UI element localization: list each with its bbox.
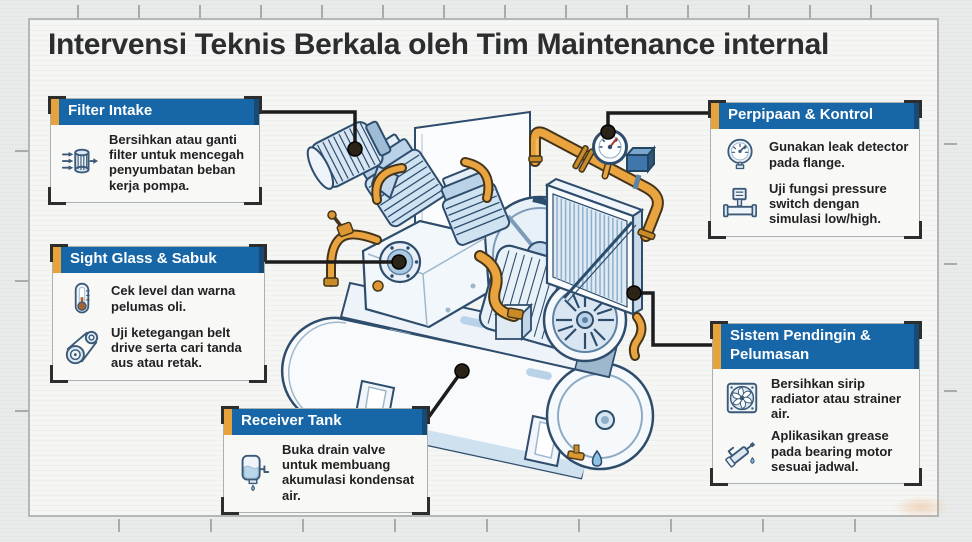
callout-filter-intake: Filter Intake Bersihkan atau ganti filte…	[48, 96, 262, 206]
sight-glass-icon	[62, 280, 102, 318]
corner-bracket	[412, 406, 430, 424]
corner-bracket	[710, 468, 728, 487]
pressure-switch-drawing	[624, 145, 657, 190]
corner-bracket	[50, 244, 68, 262]
callout-header: Perpipaan & Kontrol	[711, 103, 919, 129]
pressure-switch-icon	[720, 185, 760, 223]
callout-text: Bersihkan sirip radiator atau strainer a…	[771, 375, 902, 422]
header-end-bar	[254, 99, 259, 125]
list-item: Cek level dan warna pelumas oli.	[62, 280, 255, 318]
callout-text: Bersihkan atau ganti filter untuk menceg…	[109, 131, 245, 193]
radiator-drawing	[544, 177, 645, 316]
grease-gun-icon	[722, 432, 762, 470]
connector-receiver-tank	[426, 373, 461, 420]
filter-icon	[60, 143, 100, 181]
callout-text: Aplikasikan grease pada bearing motor se…	[771, 428, 893, 475]
callout-header: Receiver Tank	[224, 409, 427, 435]
corner-bracket	[412, 497, 430, 516]
corner-bracket	[221, 497, 239, 516]
callout-text: Cek level dan warna pelumas oli.	[111, 283, 236, 314]
page-title: Intervensi Teknis Berkala oleh Tim Maint…	[48, 28, 829, 61]
callout-sight-glass-sabuk: Sight Glass & Sabuk Cek level dan warna …	[50, 244, 267, 383]
header-accent-bar	[51, 99, 59, 125]
list-item: Buka drain valve untuk membuang akumulas…	[233, 442, 418, 503]
callout-sistem-pendingin: Sistem Pendingin & Pelumasan	[710, 321, 922, 487]
header-end-bar	[259, 247, 264, 273]
drain-tank-icon	[233, 452, 273, 492]
corner-bracket	[50, 364, 68, 383]
corner-bracket	[249, 364, 267, 383]
corner-bracket	[904, 220, 922, 239]
droplet	[591, 449, 603, 467]
header-accent-bar	[713, 324, 721, 369]
header-end-bar	[914, 324, 919, 369]
header-accent-bar	[224, 409, 232, 435]
piping	[323, 126, 664, 361]
callout-connectors	[260, 110, 712, 420]
callout-receiver-tank: Receiver Tank Buka drain valve untuk mem…	[221, 406, 430, 516]
callout-text: Gunakan leak detector pada flange.	[769, 139, 909, 170]
corner-bracket	[708, 220, 726, 239]
callout-perpipaan-kontrol: Perpipaan & Kontrol Gunakan leak detecto…	[708, 100, 922, 239]
tank-end-cap	[545, 361, 655, 471]
callout-title: Sight Glass & Sabuk	[61, 247, 259, 273]
corner-bracket	[710, 321, 728, 339]
corner-bracket	[48, 96, 66, 114]
list-item: Bersihkan sirip radiator atau strainer a…	[722, 376, 910, 422]
pressure-gauge-drawing	[592, 129, 628, 165]
corner-bracket	[249, 244, 267, 262]
radiator-fan-icon	[722, 379, 762, 417]
callout-header: Sistem Pendingin & Pelumasan	[713, 324, 919, 369]
callout-header: Sight Glass & Sabuk	[53, 247, 264, 273]
callout-title: Sistem Pendingin & Pelumasan	[721, 324, 914, 369]
list-item: Uji ketegangan belt drive serta cari tan…	[62, 325, 255, 371]
callout-text: Uji fungsi pressure switch dengan simula…	[769, 180, 887, 227]
compressor-illustration	[260, 110, 712, 480]
list-item: Uji fungsi pressure switch dengan simula…	[720, 181, 910, 227]
callout-header: Filter Intake	[51, 99, 259, 125]
callout-dots	[347, 124, 642, 379]
belt-pulley-icon	[62, 329, 102, 367]
callout-text: Buka drain valve untuk membuang akumulas…	[282, 441, 415, 503]
callout-title: Receiver Tank	[232, 409, 422, 435]
cylinder-right	[440, 165, 511, 246]
corner-bracket	[244, 96, 262, 114]
list-item: Aplikasikan grease pada bearing motor se…	[722, 428, 910, 474]
corner-bracket	[221, 406, 239, 424]
connector-pendingin	[641, 291, 712, 347]
header-end-bar	[422, 409, 427, 435]
connector-perpipaan	[606, 111, 710, 125]
intake-filter-drawing	[306, 120, 400, 200]
header-accent-bar	[711, 103, 719, 129]
list-item: Bersihkan atau ganti filter untuk menceg…	[60, 132, 250, 193]
connector-filter-intake	[260, 110, 357, 142]
corner-bracket	[904, 321, 922, 339]
pressure-gauge-icon	[720, 136, 760, 174]
header-accent-bar	[53, 247, 61, 273]
drain-valve	[566, 444, 603, 467]
callout-title: Filter Intake	[59, 99, 254, 125]
paper-smudge	[892, 496, 950, 518]
corner-bracket	[904, 100, 922, 118]
fan-grille	[556, 291, 614, 349]
callout-title: Perpipaan & Kontrol	[719, 103, 914, 129]
callout-text: Uji ketegangan belt drive serta cari tan…	[111, 324, 242, 371]
header-end-bar	[914, 103, 919, 129]
list-item: Gunakan leak detector pada flange.	[720, 136, 910, 174]
corner-bracket	[708, 100, 726, 118]
corner-bracket	[244, 187, 262, 206]
corner-bracket	[48, 187, 66, 206]
corner-bracket	[904, 468, 922, 487]
